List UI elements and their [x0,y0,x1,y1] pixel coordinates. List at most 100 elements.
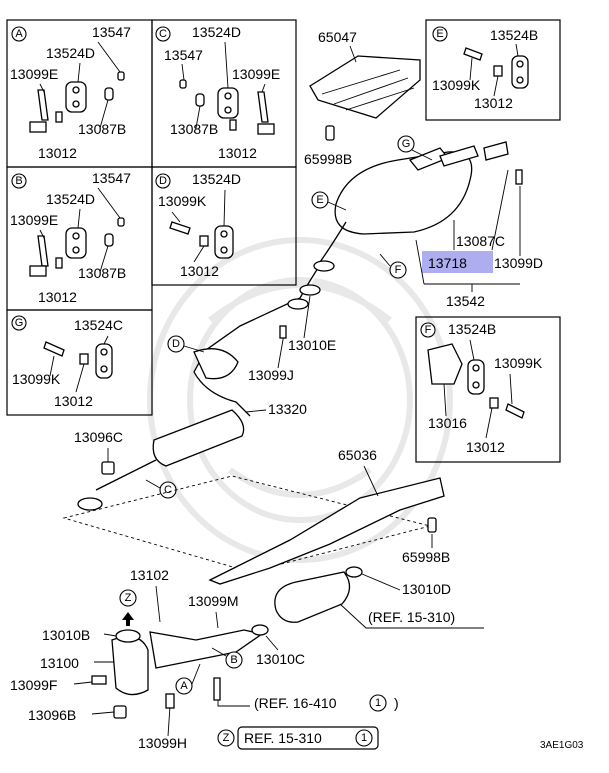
callout-z[interactable]: Z [119,589,137,607]
detail-box-d: D 13524D 13099K 13012 [151,166,297,286]
bolt-icon [279,325,287,339]
front-pipe-resonator [77,409,245,511]
diagram-id: 3AE1G03 [540,740,584,751]
part-65036: 65036 [338,447,377,463]
svg-text:B: B [230,654,237,666]
center-pipe [193,260,335,417]
svg-text:1: 1 [361,732,367,744]
hanger-rubber-icon [29,71,125,133]
part-13099j: 13099J [248,367,294,383]
callout-d[interactable]: D [167,335,185,353]
part-65998b: 65998B [402,549,450,565]
callout-g[interactable]: G [397,135,415,153]
ref-15-310-circle: 1 [355,729,373,747]
part-13524d: 13524D [46,45,95,61]
part-13087b: 13087B [78,121,126,137]
part-13718[interactable]: 13718 [428,255,467,271]
svg-text:E: E [436,28,443,40]
catalytic-converter [274,566,363,623]
part-13016: 13016 [428,415,467,431]
part-13096c: 13096C [74,429,123,445]
callout-c[interactable]: C [159,481,177,499]
ref-15-310-box [237,726,379,750]
svg-text:C: C [159,28,167,40]
hanger-rubber-icon [43,341,113,379]
ref-15-310-text: REF. 15-310 [244,730,322,746]
part-13010d: 13010D [402,581,451,597]
bolt-icon [515,169,523,185]
clip-icon [427,517,437,533]
bolt-icon [91,675,107,685]
part-13524b: 13524B [448,321,496,337]
part-13320: 13320 [268,401,307,417]
part-13524b: 13524B [490,27,538,43]
callout-e[interactable]: E [311,191,329,209]
callout-f[interactable]: F [389,261,407,279]
part-13012: 13012 [218,145,257,161]
part-13524c: 13524C [74,317,123,333]
part-13087b: 13087B [170,121,218,137]
hanger-rubber-icon [179,79,275,135]
callout-b-box: B [11,173,27,189]
clip-icon [325,125,335,141]
bolt-icon [165,693,175,709]
callout-a[interactable]: A [175,677,193,695]
nut-icon [113,705,127,719]
ref-16-410-label: (REF. 16-410 [254,695,337,711]
rear-muffler [319,141,509,263]
callout-g-box: G [11,315,27,331]
svg-text:D: D [172,338,180,350]
part-13547: 13547 [164,47,203,63]
callout-f-box: F [420,322,436,338]
part-13524d: 13524D [192,171,241,187]
callout-a-box: A [11,26,27,42]
nut-icon [101,461,115,475]
heat-protector-lower [62,475,445,585]
hanger-rubber-icon [169,221,234,259]
ref-16-410-circle: 1 [369,694,387,712]
part-13012: 13012 [466,439,505,455]
part-13524d: 13524D [192,24,241,40]
ref-z-circle: Z [217,729,235,747]
callout-d-box: D [155,173,171,189]
part-13099e: 13099E [10,66,58,82]
part-13099k: 13099K [432,77,481,93]
part-13087c: 13087C [456,233,505,249]
detail-box-a: A 13547 13524D 13099E 13087B 13012 [6,19,153,168]
gasket-13010e [299,284,321,296]
oxygen-sensor-icon [213,677,221,701]
part-13547: 13547 [92,170,131,186]
part-13099m: 13099M [188,593,239,609]
part-13099f: 13099F [10,677,57,693]
svg-text:D: D [159,175,167,187]
callout-b[interactable]: B [225,651,243,669]
highlight-13718 [422,251,493,273]
part-13100: 13100 [40,655,79,671]
hanger-rubber-icon [29,217,125,277]
bracket-and-rubber-icon [427,343,525,419]
part-13524d: 13524D [46,191,95,207]
hanger-rubber-icon [463,47,529,89]
arrow-up-icon [122,612,134,626]
part-13547: 13547 [92,24,131,40]
part-13010c: 13010C [256,651,305,667]
part-13099h: 13099H [138,735,187,751]
svg-text:1: 1 [375,697,381,709]
svg-text:A: A [180,680,188,692]
part-13099d: 13099D [494,255,543,271]
svg-text:F: F [425,324,432,336]
svg-text:F: F [395,264,402,276]
ref-16-410-close: ) [394,695,399,711]
svg-text:E: E [316,194,323,206]
svg-text:G: G [402,138,411,150]
detail-box-b: B 13547 13524D 13099E 13087B 13012 [6,166,153,311]
part-13012: 13012 [54,393,93,409]
callout-c-box: C [155,26,171,42]
svg-text:C: C [164,484,172,496]
svg-text:Z: Z [125,592,132,604]
part-65047: 65047 [318,29,357,45]
detail-box-g: G 13524C 13099K 13012 [6,309,153,416]
ref-15-310-label: (REF. 15-310) [368,609,455,625]
part-13087b: 13087B [78,265,126,281]
